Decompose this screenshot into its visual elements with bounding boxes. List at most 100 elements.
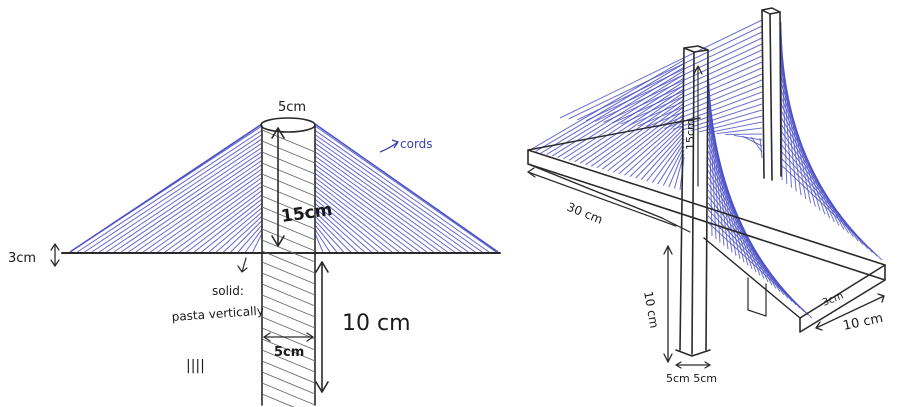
cord	[84, 134, 263, 253]
cord	[314, 138, 476, 253]
cord	[314, 155, 448, 253]
cord	[314, 129, 490, 253]
cord	[314, 172, 421, 253]
cord	[780, 62, 812, 203]
front-tower	[675, 45, 711, 357]
tower-arrow	[693, 65, 703, 187]
cord	[635, 128, 685, 179]
cord	[557, 77, 685, 158]
tower-hatching	[261, 129, 316, 407]
cord	[594, 43, 763, 122]
width-arrow	[815, 293, 885, 331]
cord	[596, 102, 685, 169]
hatch-line	[261, 283, 316, 307]
cord	[186, 194, 263, 253]
cord	[540, 66, 685, 154]
cord	[733, 134, 763, 141]
cord	[150, 172, 263, 253]
cord	[314, 220, 345, 253]
cord	[106, 147, 263, 253]
hatch-line	[261, 195, 316, 219]
solid-pointer	[237, 257, 248, 273]
cord	[620, 61, 763, 125]
hatch-line	[261, 393, 295, 407]
tower-height-label: 15cm	[280, 200, 334, 227]
cord	[314, 181, 407, 253]
cord	[314, 203, 372, 253]
cord	[629, 124, 685, 178]
cord	[657, 142, 685, 185]
cord	[314, 190, 393, 253]
cord	[164, 181, 263, 253]
cord	[629, 67, 763, 126]
cord	[314, 211, 358, 253]
cord	[529, 59, 685, 151]
cord	[742, 135, 763, 147]
cord	[314, 185, 400, 253]
left-tower	[260, 117, 316, 407]
right-cord-fans	[529, 19, 883, 319]
base-width-label: 5cm	[274, 345, 304, 360]
cord	[314, 164, 434, 253]
cord	[157, 177, 263, 253]
cord	[607, 110, 685, 172]
deck-thickness-arrow	[50, 243, 60, 267]
cord	[237, 224, 263, 253]
cord	[120, 155, 263, 253]
right-tower-label: 15cm	[684, 119, 697, 150]
hatch-line	[261, 316, 316, 340]
length-arrow	[527, 167, 677, 227]
cord	[314, 159, 441, 253]
cord	[651, 138, 685, 183]
cord	[314, 233, 324, 253]
width-label: 10 cm	[842, 311, 885, 334]
cord	[314, 142, 469, 253]
hatch-line	[261, 239, 316, 263]
cord	[585, 37, 763, 122]
hatch-line	[261, 151, 316, 175]
cord	[314, 177, 414, 253]
cord	[244, 228, 263, 253]
foot-arrows	[675, 361, 711, 369]
cord	[646, 79, 763, 128]
hatch-line	[261, 129, 316, 153]
cord	[646, 135, 685, 182]
cord	[252, 233, 263, 253]
cord	[590, 99, 685, 167]
hatch-line	[261, 184, 316, 208]
hatch-line	[261, 250, 316, 274]
cord	[640, 131, 685, 180]
hatch-line	[261, 360, 316, 384]
hatch-line	[261, 272, 316, 296]
cord	[128, 159, 263, 253]
hatch-line	[261, 371, 316, 395]
cord	[179, 190, 263, 253]
hatch-line	[261, 261, 316, 285]
tally-mark: ||||	[186, 358, 205, 374]
cord	[201, 203, 263, 253]
pasta-label: pasta vertically	[171, 304, 264, 324]
cord	[780, 55, 807, 200]
cord	[91, 138, 263, 253]
leg-arrow	[663, 245, 673, 363]
cord	[690, 109, 763, 132]
cord	[668, 149, 685, 188]
cord	[618, 117, 685, 175]
top-width-label: 5cm	[278, 100, 306, 115]
base-height-label: 10 cm	[342, 311, 411, 336]
cord	[314, 198, 379, 253]
hatch-line	[261, 382, 316, 406]
cord	[546, 70, 685, 155]
left-elevation: 5cm cords 15cm 3cm solid: pasta vertical…	[8, 100, 501, 407]
cord	[69, 125, 263, 253]
solid-label: solid:	[212, 284, 244, 298]
cord	[314, 194, 386, 253]
hatch-line	[261, 228, 316, 252]
cord	[577, 31, 763, 121]
cord	[314, 228, 331, 253]
cord	[314, 207, 365, 253]
cord	[77, 129, 263, 253]
cord	[223, 215, 263, 253]
left-cord-fan-right	[314, 123, 499, 253]
hatch-line	[261, 140, 316, 164]
